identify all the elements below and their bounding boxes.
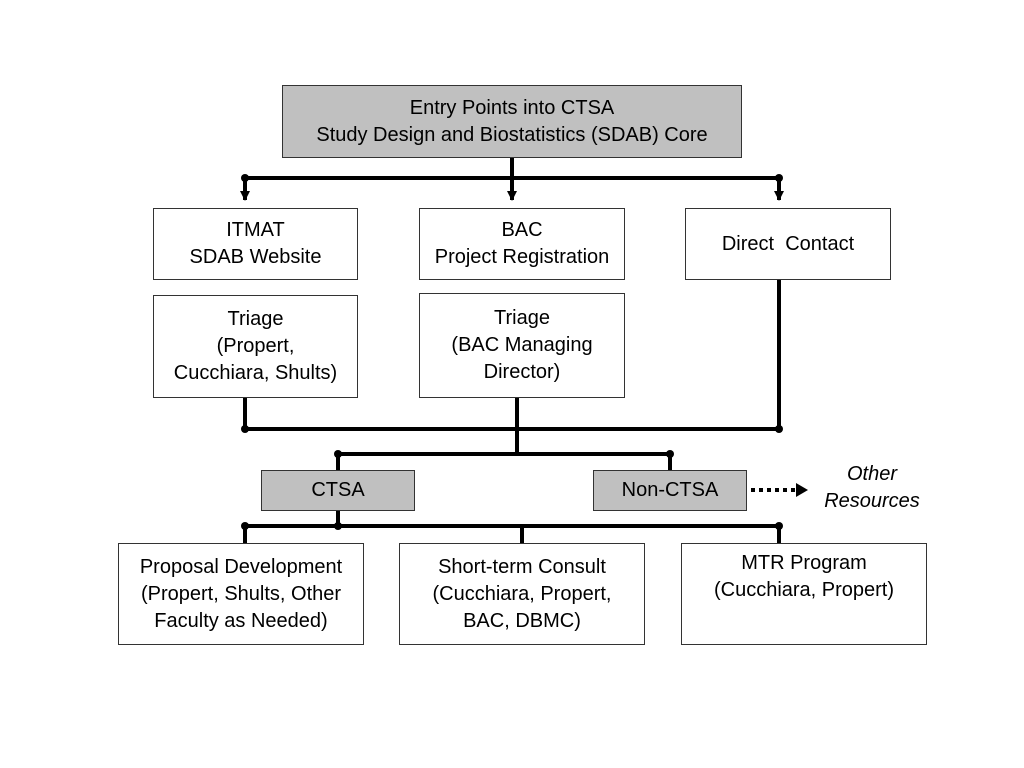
triage-middle-line-1: Triage: [494, 307, 550, 329]
mtr-line-1: MTR Program: [741, 552, 867, 574]
bac-line-1: BAC: [501, 219, 543, 241]
short-term-consult-box: Short-term Consult (Cucchiara, Propert, …: [399, 543, 645, 645]
merge-connector: [243, 280, 781, 470]
services-connector: [243, 511, 781, 543]
other-resources-line-1: Other: [846, 463, 898, 485]
triage-left-line-1: Triage: [227, 308, 284, 330]
direct-line-1: Direct Contact: [721, 232, 855, 255]
itmat-line-2: SDAB Website: [189, 246, 322, 268]
consult-line-3: BAC, DBMC): [463, 609, 581, 632]
ctsa-box: CTSA: [261, 470, 415, 511]
triage-middle-line-3: Director): [483, 361, 561, 383]
top-branch-dots: [241, 174, 783, 182]
itmat-line-1: ITMAT: [226, 219, 285, 241]
triage-itmat-box: Triage (Propert, Cucchiara, Shults): [153, 295, 358, 398]
services-dots: [241, 522, 783, 530]
bac-line-2: Project Registration: [434, 246, 610, 268]
header-line-2: Study Design and Biostatistics (SDAB) Co…: [316, 123, 708, 146]
mtr-program-box: MTR Program (Cucchiara, Propert): [681, 543, 927, 645]
header-line-1: Entry Points into CTSA: [409, 96, 615, 119]
mtr-line-2: (Cucchiara, Propert): [713, 579, 895, 601]
proposal-line-2: (Propert, Shults, Other: [140, 582, 342, 605]
proposal-development-box: Proposal Development (Propert, Shults, O…: [118, 543, 364, 645]
direct-contact-box: Direct Contact: [685, 208, 891, 280]
non-ctsa-box: Non-CTSA: [593, 470, 747, 511]
itmat-website-box: ITMAT SDAB Website: [153, 208, 358, 280]
ctsa-label: CTSA: [311, 479, 365, 501]
merge-dots: [241, 425, 783, 458]
triage-bac-box: Triage (BAC Managing Director): [419, 293, 625, 398]
triage-left-line-2: (Propert,: [216, 335, 295, 357]
triage-left-line-3: Cucchiara, Shults): [173, 362, 338, 384]
proposal-line-1: Proposal Development: [139, 555, 343, 578]
consult-line-1: Short-term Consult: [438, 555, 606, 578]
non-ctsa-label: Non-CTSA: [621, 479, 719, 501]
triage-middle-line-2: (BAC Managing: [451, 334, 593, 356]
other-resources-note: Other Resources: [810, 461, 934, 515]
consult-line-2: (Cucchiara, Propert,: [432, 582, 612, 605]
top-branch-connector: [240, 158, 784, 201]
dotted-arrow-head: [796, 483, 808, 497]
entry-points-header-box: Entry Points into CTSA Study Design and …: [282, 85, 742, 158]
other-resources-line-2: Resources: [824, 490, 920, 512]
proposal-line-3: Faculty as Needed): [154, 609, 328, 632]
bac-registration-box: BAC Project Registration: [419, 208, 625, 280]
